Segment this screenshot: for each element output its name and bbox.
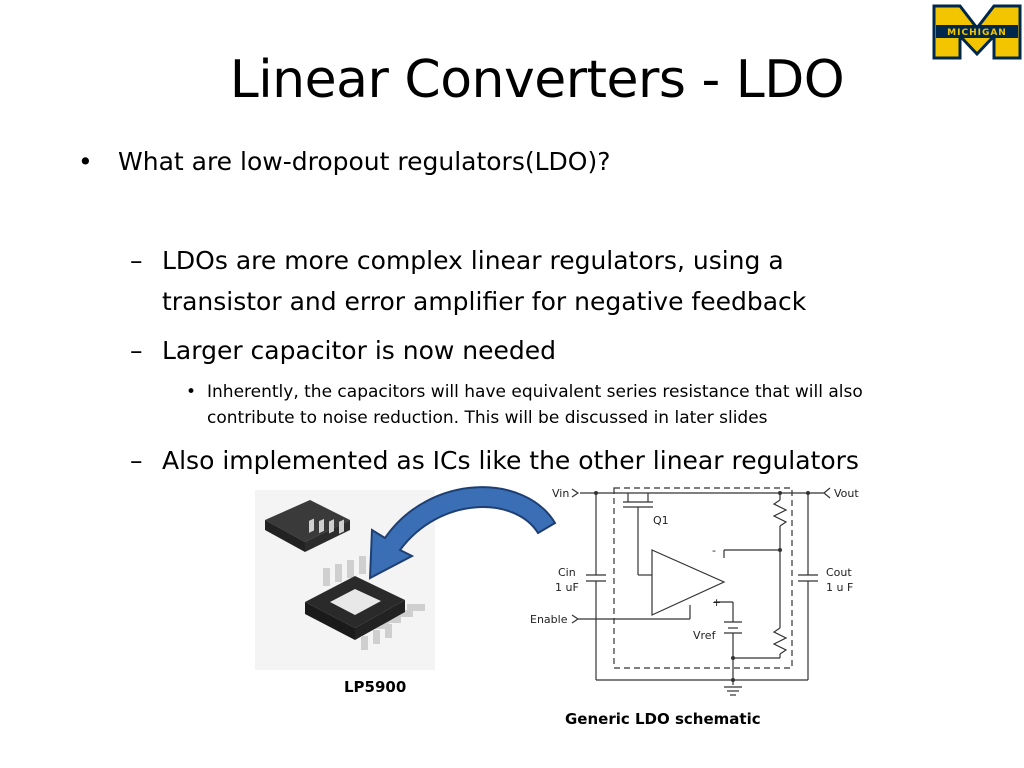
dash-marker: –: [130, 336, 143, 365]
michigan-logo: MICHIGAN: [930, 2, 1024, 62]
chip-top-package: [265, 500, 350, 552]
schematic-caption: Generic LDO schematic: [565, 710, 761, 728]
dash-marker: –: [130, 246, 143, 275]
label-vref: Vref: [693, 629, 717, 642]
logo-text: MICHIGAN: [947, 28, 1007, 38]
label-cout-value: 1 u F: [826, 581, 853, 594]
bullet-marker: •: [78, 147, 93, 176]
label-cin-value: 1 uF: [555, 581, 579, 594]
slide-title: Linear Converters - LDO: [229, 50, 845, 110]
label-vout: Vout: [834, 487, 859, 500]
label-enable: Enable: [530, 613, 568, 626]
bullet-question: What are low-dropout regulators(LDO)?: [118, 147, 611, 176]
sub-sub-bullet-line1: Inherently, the capacitors will have equ…: [207, 382, 863, 402]
label-minus: -: [712, 544, 716, 557]
sub-sub-bullet-line2: contribute to noise reduction. This will…: [207, 408, 768, 428]
sub-bullet-ics: Also implemented as ICs like the other l…: [162, 446, 859, 475]
sub-bullet-ldo-line2: transistor and error amplifier for negat…: [162, 287, 807, 316]
label-cout: Cout: [826, 566, 852, 579]
label-vin: Vin: [552, 487, 569, 500]
dash-marker: –: [130, 446, 143, 475]
ldo-schematic: Vin Vout Q1 Cin 1 uF Cout 1 u F Enable V…: [530, 487, 859, 696]
chip-caption: LP5900: [344, 678, 407, 696]
label-plus: +: [712, 596, 721, 609]
label-cin: Cin: [558, 566, 576, 579]
chip-bottom-package: [305, 556, 425, 650]
sub-bullet-ldo-line1: LDOs are more complex linear regulators,…: [162, 246, 784, 275]
curved-arrow: [368, 486, 557, 580]
sub-bullet-capacitor: Larger capacitor is now needed: [162, 336, 557, 365]
bullet-marker: •: [186, 382, 197, 402]
label-q1: Q1: [653, 514, 669, 527]
